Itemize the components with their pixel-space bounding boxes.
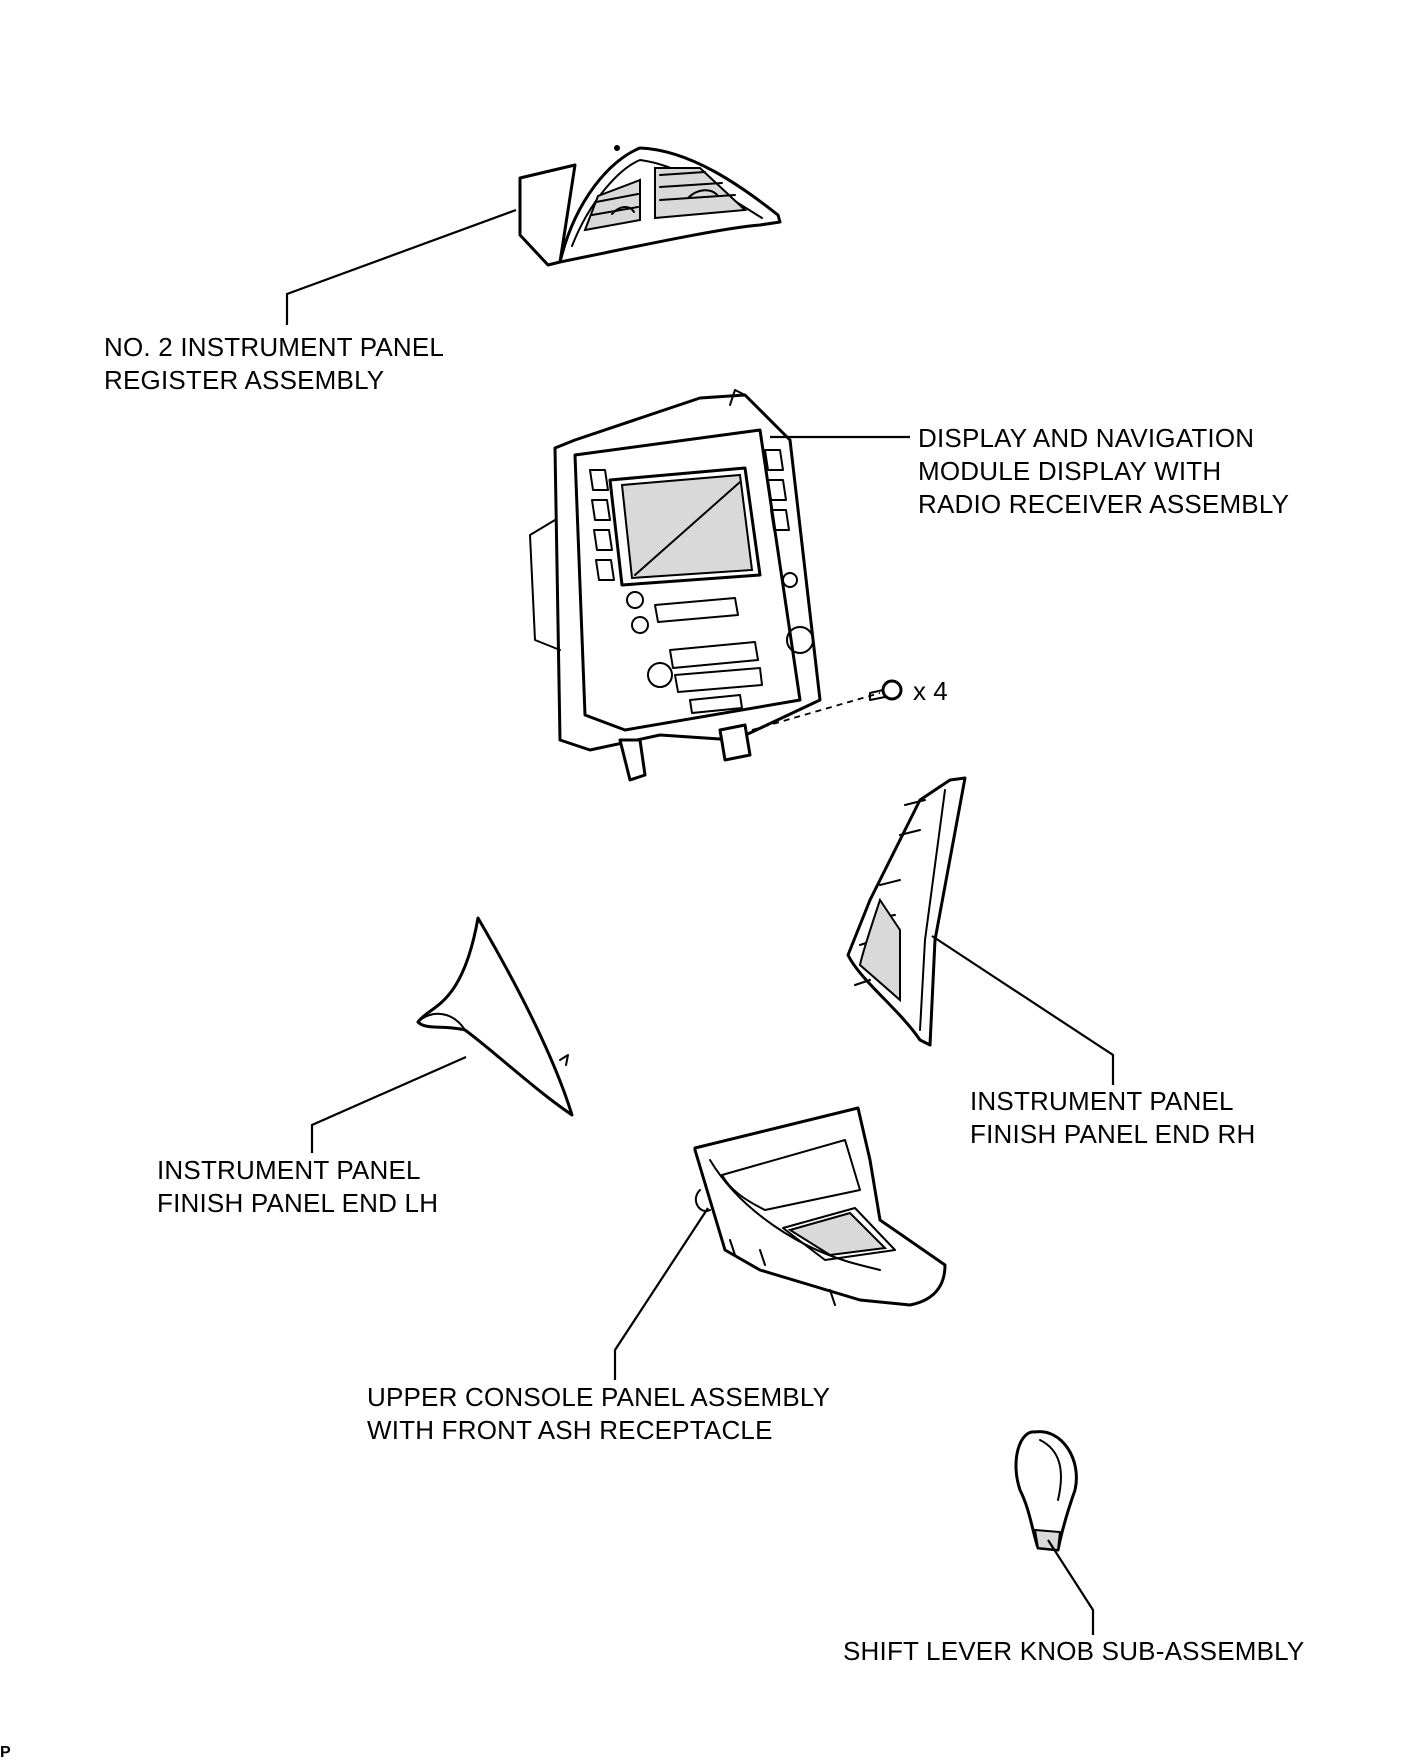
display-label-line-2: MODULE DISPLAY WITH	[918, 456, 1222, 486]
display-label-line-1: DISPLAY AND NAVIGATION	[918, 423, 1255, 453]
finish-rh-label-line-2: FINISH PANEL END RH	[970, 1119, 1256, 1149]
finish-panel-end-rh-illustration	[846, 776, 967, 1047]
finish-panel-end-lh-label: INSTRUMENT PANEL FINISH PANEL END LH	[157, 1154, 438, 1220]
finish-rh-label-line-1: INSTRUMENT PANEL	[970, 1086, 1234, 1116]
register-assembly-label: NO. 2 INSTRUMENT PANEL REGISTER ASSEMBLY	[104, 331, 444, 397]
display-navigation-label: DISPLAY AND NAVIGATION MODULE DISPLAY WI…	[918, 422, 1289, 521]
corner-mark: P	[0, 1744, 11, 1761]
finish-panel-end-rh-label: INSTRUMENT PANEL FINISH PANEL END RH	[970, 1085, 1256, 1151]
finish-lh-label-line-2: FINISH PANEL END LH	[157, 1188, 439, 1218]
console-leader-line	[613, 1207, 709, 1380]
register-assembly-illustration	[518, 145, 782, 267]
finish-lh-label-line-1: INSTRUMENT PANEL	[157, 1155, 421, 1185]
upper-console-panel-label: UPPER CONSOLE PANEL ASSEMBLY WITH FRONT …	[367, 1381, 830, 1447]
screw-illustration	[751, 679, 903, 731]
register-label-line-2: REGISTER ASSEMBLY	[104, 365, 385, 395]
register-label-line-1: NO. 2 INSTRUMENT PANEL	[104, 332, 445, 362]
screw-quantity-label: x 4	[913, 676, 948, 706]
console-label-line-2: WITH FRONT ASH RECEPTACLE	[367, 1415, 773, 1445]
finish-rh-leader-line	[931, 935, 1115, 1085]
shift-knob-leader-line	[1047, 1539, 1095, 1635]
display-label-line-3: RADIO RECEIVER ASSEMBLY	[918, 489, 1290, 519]
register-leader-line	[285, 208, 517, 325]
shift-lever-knob-label: SHIFT LEVER KNOB SUB-ASSEMBLY	[843, 1636, 1305, 1666]
shift-lever-knob-illustration	[1014, 1430, 1078, 1552]
display-navigation-module-illustration	[529, 389, 822, 782]
console-label-line-1: UPPER CONSOLE PANEL ASSEMBLY	[367, 1382, 831, 1412]
finish-lh-leader-line	[310, 1055, 467, 1153]
finish-panel-end-lh-illustration	[416, 916, 574, 1117]
upper-console-panel-illustration	[693, 1106, 947, 1307]
